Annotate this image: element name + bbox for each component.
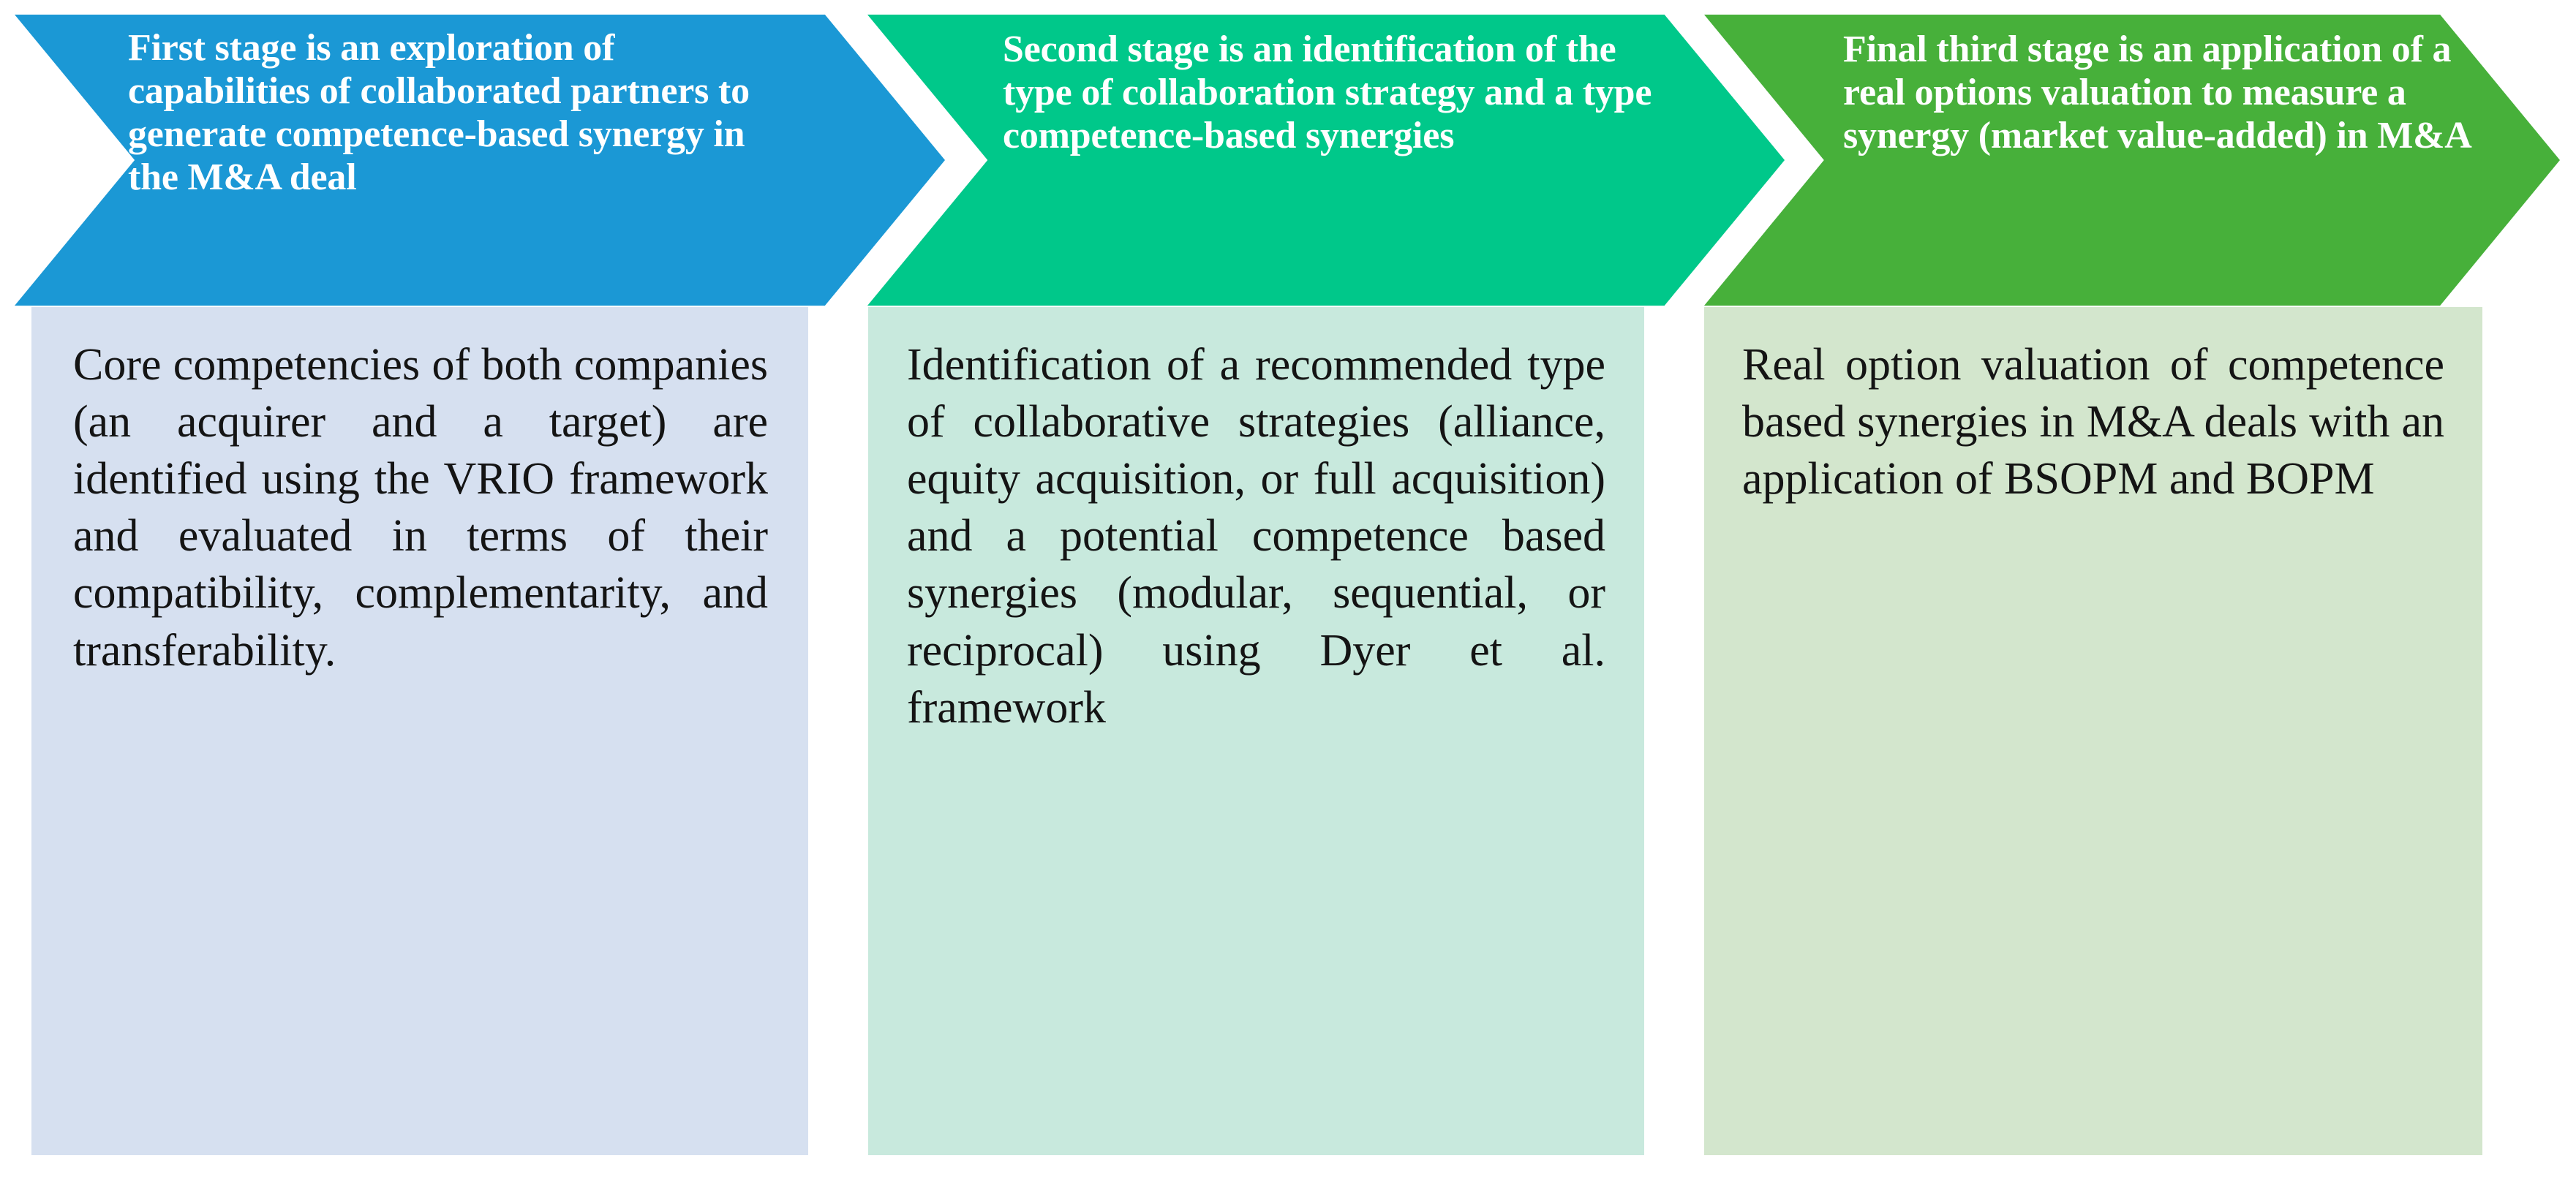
stage-1-header-text: First stage is an exploration of capabil… [128, 27, 750, 199]
stage-3-body-text: Real option valuation of competence base… [1742, 340, 2444, 504]
stage-1-body-text: Core competencies of both companies (an … [73, 340, 768, 676]
stage-2-body-panel: Identification of a recommended type of … [868, 307, 1644, 1155]
stage-2-header-text: Second stage is an identification of the… [1003, 29, 1652, 157]
stage-2-body-text: Identification of a recommended type of … [907, 340, 1605, 733]
stage-3-header-chevron: Final third stage is an application of a… [1704, 15, 2560, 306]
stage-2-header-chevron: Second stage is an identification of the… [867, 15, 1785, 306]
stage-3-header-text: Final third stage is an application of a… [1843, 29, 2472, 157]
stage-1-header-chevron: First stage is an exploration of capabil… [15, 15, 945, 306]
stage-3-body-panel: Real option valuation of competence base… [1704, 307, 2482, 1155]
stage-1-body-panel: Core competencies of both companies (an … [31, 307, 808, 1155]
